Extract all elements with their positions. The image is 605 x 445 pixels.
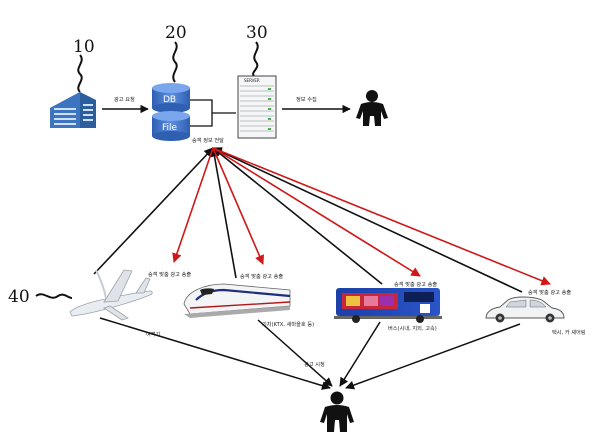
custom-ad-arrows bbox=[172, 147, 551, 286]
building-icon bbox=[50, 92, 96, 128]
train-to-viewer-line bbox=[257, 319, 333, 387]
hub-label: 승객 정보 전달 bbox=[192, 136, 224, 144]
user-icon-top bbox=[356, 90, 388, 126]
ref-40: 40 bbox=[8, 287, 73, 307]
user-icon-bottom bbox=[320, 391, 354, 432]
info-collect-label: 정보 수집 bbox=[296, 96, 317, 103]
airplane-ad-label: 승객 맞춤 광고 송출 bbox=[148, 270, 191, 278]
db-label: DB bbox=[163, 95, 176, 105]
car-icon bbox=[485, 296, 565, 323]
ad-view-lines bbox=[99, 317, 521, 390]
ad-view-label: 광고 시청 bbox=[304, 361, 325, 368]
ref-number-server: 30 bbox=[246, 23, 268, 43]
ref-30: 30 bbox=[246, 23, 268, 77]
file-label: File bbox=[162, 123, 178, 133]
leader-line bbox=[172, 41, 178, 83]
hub-to-train-ad-arrow bbox=[212, 147, 264, 265]
bus-to-viewer-line bbox=[339, 321, 381, 387]
leader-line bbox=[35, 293, 73, 299]
ref-number-airplane: 40 bbox=[8, 287, 30, 307]
bus-icon bbox=[334, 288, 442, 323]
car-caption: 택시, 카 셰어링 bbox=[552, 328, 586, 336]
bus-caption: 버스(시내, 지외, 고속) bbox=[388, 324, 437, 332]
ref-number-advertiser: 10 bbox=[73, 37, 95, 57]
passenger-info-lines bbox=[93, 147, 523, 293]
airplane-to-hub-line bbox=[93, 147, 214, 275]
bus-ad-label: 승객 맞춤 광고 송출 bbox=[394, 280, 437, 288]
ref-number-database: 20 bbox=[165, 23, 187, 43]
train-icon bbox=[183, 283, 291, 318]
bus-to-hub-line bbox=[212, 147, 383, 285]
hub-to-bus-ad-arrow bbox=[212, 147, 421, 277]
db-server-connector bbox=[190, 99, 236, 127]
ref-20: 20 bbox=[165, 23, 187, 83]
car-ad-label: 승객 맞춤 광고 송출 bbox=[528, 288, 571, 296]
leader-line bbox=[252, 41, 259, 77]
car-to-hub-line bbox=[212, 147, 523, 293]
airplane-icon bbox=[69, 269, 153, 321]
hub-to-airplane-ad-arrow bbox=[172, 147, 214, 263]
hub-to-car-ad-arrow bbox=[212, 147, 551, 286]
train-ad-label: 승객 맞춤 광고 송출 bbox=[240, 272, 283, 280]
airplane-to-viewer-line bbox=[99, 317, 331, 390]
train-caption: 기차(KTX, 새마을호 등) bbox=[262, 320, 314, 328]
server-icon: SERVER bbox=[237, 75, 277, 139]
car-to-viewer-line bbox=[345, 323, 521, 390]
ad-request-label: 광고 요청 bbox=[114, 96, 135, 103]
database-icon: DB File bbox=[152, 83, 190, 141]
train-to-hub-line bbox=[209, 147, 237, 279]
leader-line bbox=[77, 54, 83, 93]
server-label: SERVER bbox=[244, 78, 260, 83]
ref-10: 10 bbox=[73, 37, 95, 93]
